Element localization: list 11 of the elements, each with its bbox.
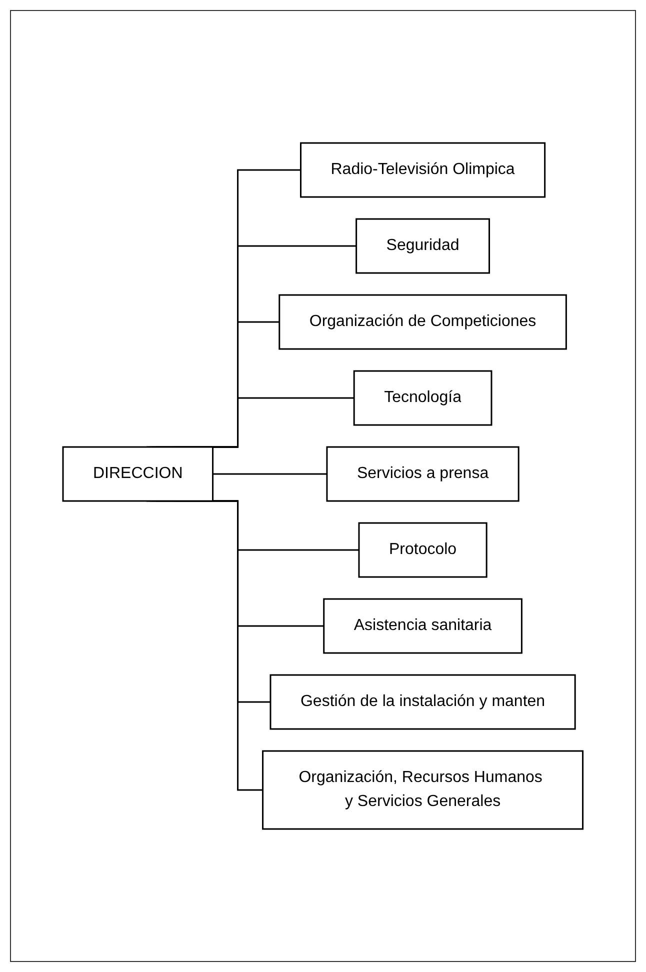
- node-box: Organización, Recursos Humanos y Servicios Generales: [262, 750, 584, 830]
- connector: [212, 473, 328, 475]
- node-box: Protocolo: [358, 522, 488, 578]
- node-box: Seguridad: [356, 218, 490, 274]
- node-box: Organización de Competiciones: [278, 294, 568, 350]
- node-box: Asistencia sanitaria: [323, 598, 523, 654]
- node-box: Gestión de la instalación y manten: [270, 674, 576, 730]
- node-box: Tecnología: [353, 370, 492, 426]
- node-box: Radio-Televisión Olimpica: [300, 142, 546, 198]
- node-box: DIRECCION: [62, 446, 214, 502]
- node-box: Servicios a prensa: [326, 446, 520, 502]
